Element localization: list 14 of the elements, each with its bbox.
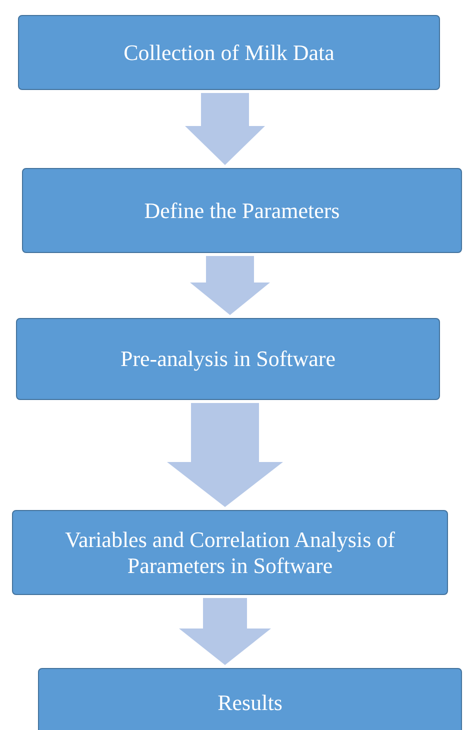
box-label: Results: [218, 690, 282, 716]
box-label: Collection of Milk Data: [124, 40, 334, 66]
block-arrow: [167, 403, 283, 507]
process-box: [12, 510, 448, 595]
box-label: Pre-analysis in Software: [120, 346, 336, 372]
process-box: [38, 668, 462, 730]
block-arrow: [185, 93, 265, 165]
process-box: [22, 168, 462, 253]
block-arrow: [179, 598, 271, 665]
process-box: [16, 318, 440, 400]
box-label: Variables and Correlation Analysis of Parameters in Software: [64, 527, 396, 578]
box-label: Define the Parameters: [144, 198, 340, 224]
process-box: [18, 15, 440, 90]
block-arrow: [190, 256, 270, 315]
